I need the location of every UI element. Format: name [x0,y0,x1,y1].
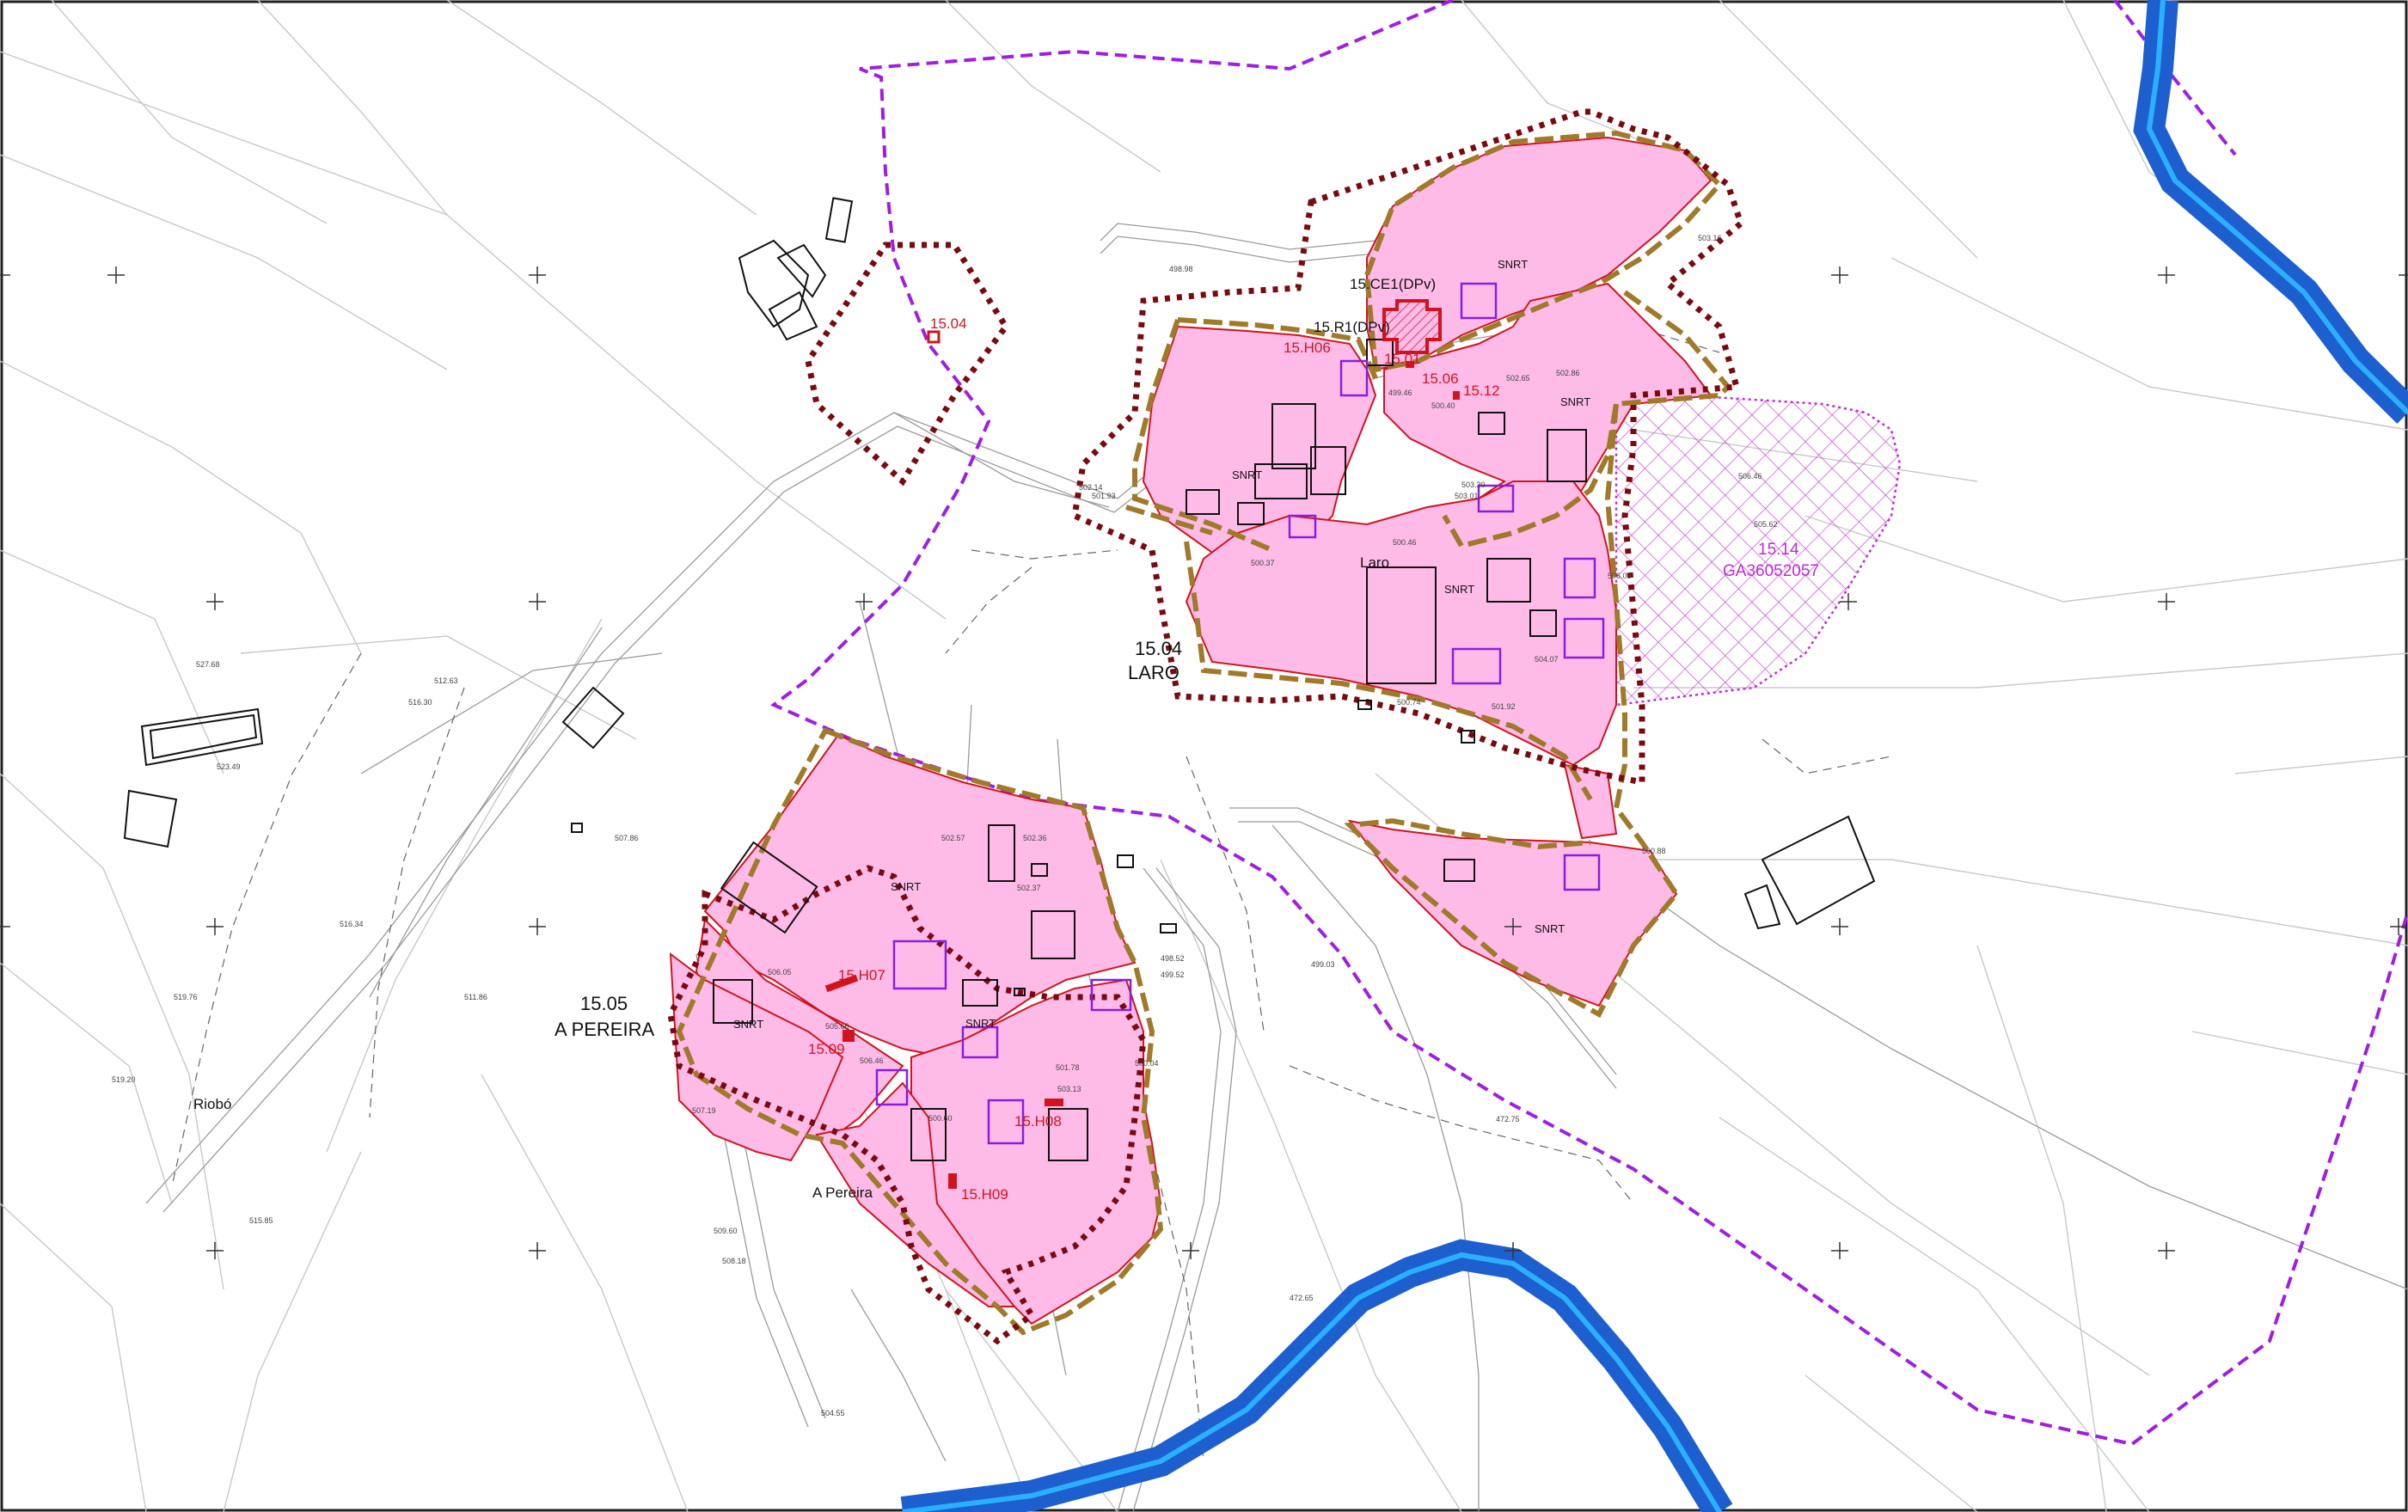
heritage-label: 15.H06 [1284,340,1331,356]
elevation-label: 472.65 [1290,1294,1314,1302]
elevation-labels: 527.68 523.49 512.63 516.30 507.86 516.3… [112,234,1778,1417]
elevation-label: 500.40 [1431,401,1455,410]
elevation-label: 503.01 [1455,492,1479,500]
place-name-riobo: Riobó [193,1096,231,1112]
elevation-label: 498.52 [1161,954,1185,963]
elevation-label: 501.78 [1056,1063,1080,1072]
elevation-label: 507.86 [615,834,639,842]
river-south [900,1239,1733,1512]
heritage-label: 15.09 [808,1041,845,1057]
elevation-label: 502.86 [1556,369,1580,377]
settlement-code-laro: 15.04 [1135,638,1182,659]
elevation-label: 519.20 [112,1075,136,1084]
heritage-label: 15.H09 [961,1186,1008,1203]
elevation-label: 472.75 [1496,1115,1520,1123]
elevation-label: 503.30 [1461,481,1486,489]
settlement-name-a-pereira: A PEREIRA [555,1019,654,1040]
catalogue-label: 15.CE1(DPv) [1350,276,1436,292]
elevation-label: 506.46 [1738,472,1762,481]
protected-area-ref: GA36052057 [1723,562,1819,580]
elevation-label: 500.60 [928,1114,953,1123]
core-boundaries [676,130,1732,1336]
elevation-label: 505.66 [825,1022,849,1031]
elevation-label: 511.86 [464,993,487,1001]
zone-label: SNRT [1498,258,1528,271]
catalogue-label: 15.R1(DPv) [1314,319,1390,335]
elevation-label: 507.19 [692,1106,716,1115]
elevation-label: 519.76 [174,993,198,1001]
grid-crosses [0,266,2408,1259]
elevation-label: 516.34 [340,920,364,928]
heritage-label: 15.12 [1463,383,1500,399]
elevation-label: 500.37 [1251,559,1275,567]
elevation-label: 500.88 [1642,847,1666,855]
elevation-label: 506.05 [768,968,792,976]
elevation-label: 500.04 [1135,1059,1159,1068]
settlement-code-a-pereira: 15.05 [580,993,628,1014]
elevation-label: 505.62 [1754,520,1778,529]
elevation-label: 502.57 [941,834,965,842]
heritage-label: 15.H07 [838,967,885,983]
elevation-label: 506.46 [860,1056,884,1065]
elevation-label: 506.09 [1608,572,1632,580]
heritage-label: 15.01 [1384,351,1421,367]
river-north-east [2133,0,2408,424]
elevation-label: 501.92 [1492,702,1516,711]
settlement-name-laro: LARO [1128,662,1179,683]
elevation-label: 499.52 [1161,970,1185,979]
elevation-label: 504.55 [821,1409,845,1417]
place-name-a-pereira: A Pereira [812,1185,873,1201]
elevation-label: 502.14 [1079,483,1103,492]
elevation-label: 502.37 [1017,884,1041,892]
heritage-markers [824,299,1460,1189]
elevation-label: 512.63 [434,676,458,685]
elevation-label: 508.18 [722,1257,746,1265]
elevation-label: 501.93 [1092,492,1116,500]
zone-label: SNRT [733,1018,763,1031]
elevation-label: 502.36 [1023,834,1047,842]
elevation-label: 503.16 [1698,234,1722,242]
elevation-label: 500.46 [1393,538,1417,547]
zone-label: SNRT [1535,922,1565,935]
protected-area-15-14 [1615,394,1902,707]
zone-label: SNRT [891,880,921,893]
elevation-label: 527.68 [196,660,220,669]
elevation-label: 499.46 [1388,389,1412,397]
elevation-label: 503.13 [1057,1085,1081,1093]
map-labels: 15.04 LARO 15.05 A PEREIRA Laro A Pereir… [193,258,1819,1203]
heritage-label: 15.06 [1422,370,1459,387]
heritage-label: 15.H08 [1014,1113,1062,1129]
elevation-label: 523.49 [217,762,241,771]
elevation-label: 509.60 [714,1227,738,1235]
zone-label: SNRT [1232,468,1262,481]
buildings [123,197,1876,1161]
zone-label: SNRT [965,1017,996,1030]
delimitation-boundaries [667,108,1745,1345]
elevation-label: 499.03 [1311,960,1335,969]
urban-area-a-pereira [669,733,1162,1325]
elevation-label: 515.85 [249,1216,273,1225]
heritage-label: 15.04 [930,315,967,332]
catalogued-buildings [875,282,1605,1145]
protected-area-code: 15.14 [1758,541,1799,559]
zone-label: SNRT [1560,395,1590,408]
place-name-laro: Laro [1360,554,1389,571]
elevation-label: 504.07 [1535,655,1559,664]
elevation-label: 500.74 [1397,698,1421,707]
elevation-label: 498.98 [1169,265,1193,273]
elevation-label: 516.30 [408,698,432,707]
urban-area-laro [1142,136,1713,1007]
zone-label: SNRT [1444,583,1474,596]
elevation-label: 502.65 [1506,374,1530,383]
